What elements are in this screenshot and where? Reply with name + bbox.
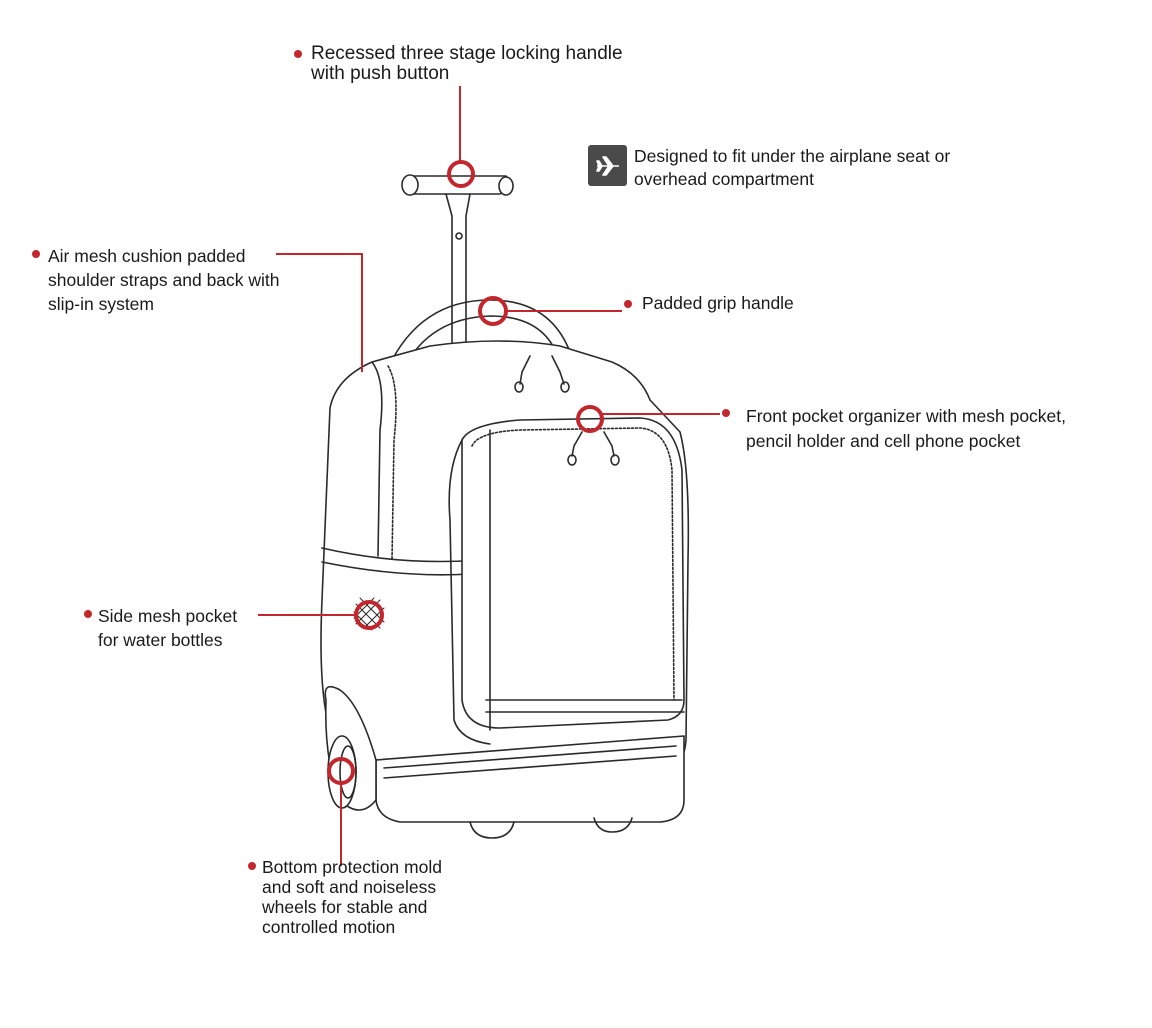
callout-line: shoulder straps and back with (48, 270, 280, 290)
callout-line: wheels for stable and (262, 897, 428, 917)
bullet-dot (624, 300, 632, 308)
callout-line: Air mesh cushion padded (48, 246, 246, 266)
callout-straps: Air mesh cushion padded shoulder straps … (48, 244, 280, 316)
marker-grip (478, 296, 508, 326)
callout-line: with push button (311, 63, 450, 84)
callout-line: Side mesh pocket (98, 606, 238, 626)
callout-side-pocket: Side mesh pocket for water bottles (98, 604, 237, 652)
airplane-icon (588, 145, 627, 186)
callout-line: and soft and noiseless (262, 877, 437, 897)
leader-straps (276, 253, 363, 372)
callout-line: for water bottles (98, 630, 223, 650)
backpack-illustration (320, 174, 690, 839)
marker-front-pocket (576, 405, 604, 433)
side-mesh-hatch (353, 597, 385, 631)
bullet-dot (84, 610, 92, 618)
callout-line: Front pocket organizer with mesh pocket, (746, 406, 1067, 426)
callout-grip: Padded grip handle (642, 293, 794, 313)
callout-airplane: Designed to fit under the airplane seat … (634, 145, 950, 191)
front-pocket-shape (461, 417, 685, 729)
bullet-dot (722, 409, 730, 417)
callout-line: slip-in system (48, 294, 154, 314)
callout-line: pencil holder and cell phone pocket (746, 431, 1021, 451)
callout-line: Designed to fit under the airplane seat … (634, 146, 951, 166)
bottom-mold (375, 735, 685, 823)
callout-line: overhead compartment (634, 169, 814, 189)
callout-bottom: Bottom protection mold and soft and nois… (262, 857, 442, 937)
trolley-handle (401, 174, 514, 361)
marker-handle (447, 160, 475, 188)
callout-leaders (258, 86, 720, 866)
callout-line: Recessed three stage locking handle (311, 43, 623, 64)
callout-line: controlled motion (262, 917, 396, 937)
zipper-pulls (514, 355, 620, 466)
bullet-dot (248, 862, 256, 870)
callout-line: Bottom protection mold (262, 857, 442, 877)
bullet-dot (32, 250, 40, 258)
callout-front-pocket: Front pocket organizer with mesh pocket,… (746, 404, 1066, 454)
bullet-dot (294, 50, 302, 58)
callout-handle: Recessed three stage locking handle with… (311, 44, 623, 84)
callout-line: Padded grip handle (642, 293, 794, 313)
marker-side-pocket (354, 600, 384, 630)
